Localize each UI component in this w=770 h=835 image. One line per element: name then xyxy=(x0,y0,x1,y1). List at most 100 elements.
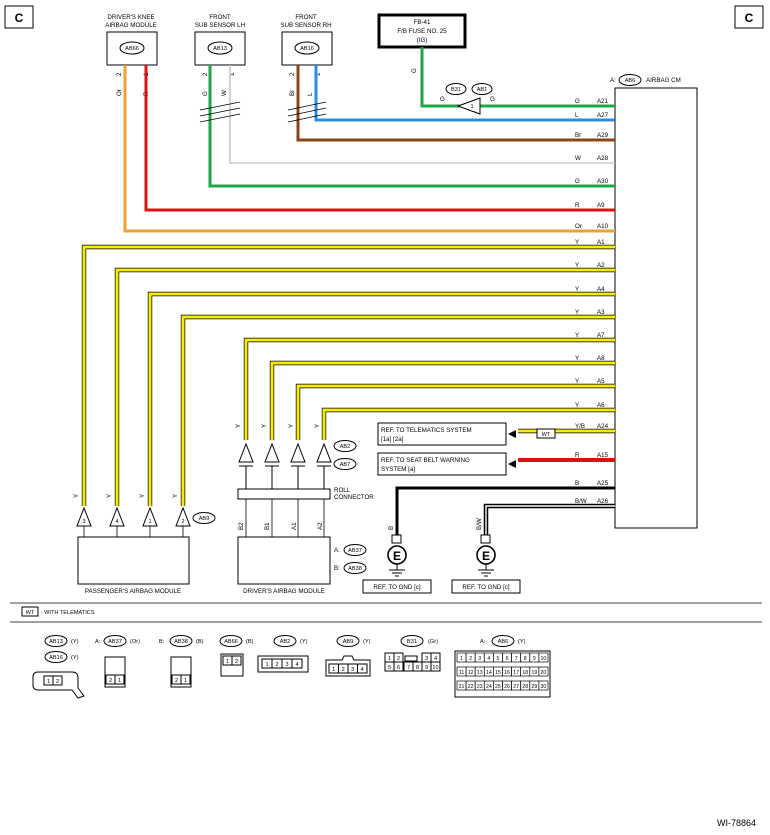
svg-text:3: 3 xyxy=(351,667,354,673)
svg-text:REF. TO GND [c]: REF. TO GND [c] xyxy=(373,584,420,591)
svg-text:G: G xyxy=(490,96,495,103)
svg-text:A:: A: xyxy=(610,77,616,84)
connector-view-ab9: AB9 (Y) 1 2 3 4 xyxy=(325,635,371,677)
svg-text:Y: Y xyxy=(139,494,146,498)
svg-text:B: B xyxy=(388,526,395,530)
svg-text:AB1: AB1 xyxy=(477,87,488,93)
ab6-pin-cell xyxy=(538,652,549,663)
fuse-box: FB-41 F/B FUSE NO. 25 (IG) xyxy=(377,13,467,49)
cm-pin-label: A3 xyxy=(597,309,605,316)
cm-pin-label: A25 xyxy=(597,480,609,487)
cm-wire-label: Br xyxy=(575,132,581,139)
joint-connector: B31 AB1 1 G G xyxy=(440,83,495,115)
svg-text:FB-41: FB-41 xyxy=(414,19,431,26)
svg-text:E: E xyxy=(482,549,490,563)
ab6-pin-number: 17 xyxy=(513,670,519,676)
cm-wire-label: Y xyxy=(575,332,579,339)
cm-wire-label: B/W xyxy=(575,498,587,505)
svg-text:C: C xyxy=(15,11,24,25)
svg-text:1: 1 xyxy=(47,679,50,685)
ab6-pin-number: 20 xyxy=(541,670,547,676)
svg-text:7: 7 xyxy=(407,665,410,671)
ab6-pin-number: 2 xyxy=(469,656,472,662)
svg-text:B:: B: xyxy=(334,565,340,572)
svg-text:W: W xyxy=(221,90,228,96)
svg-text:A1: A1 xyxy=(291,522,298,530)
ref-telematics-box: REF. TO TELEMATICS SYSTEM [1a] [2a] xyxy=(377,422,507,446)
passenger-pin-label: 3 xyxy=(82,519,85,525)
component-front-sub-sensor-rh: FRONT SUB SENSOR RH AB16 2 1 Br L xyxy=(280,14,333,96)
cm-pin-label: A15 xyxy=(597,452,609,459)
ab6-pin-number: 26 xyxy=(504,684,510,690)
cm-pin-label: A5 xyxy=(597,378,605,385)
roll-connector: AB2 AB7 ROLL CONNECTOR Y Y Y Y xyxy=(235,424,374,501)
cm-wire-label: L xyxy=(575,112,579,119)
svg-text:REF. TO TELEMATICS SYSTEM: REF. TO TELEMATICS SYSTEM xyxy=(381,427,472,434)
wire-l-a27 xyxy=(314,65,615,122)
cm-wire-label: G xyxy=(575,98,580,105)
svg-text:SUB SENSOR LH: SUB SENSOR LH xyxy=(195,22,245,29)
svg-text:AB2: AB2 xyxy=(280,639,291,645)
svg-text:10: 10 xyxy=(432,665,438,671)
corner-label-left: C xyxy=(4,5,34,29)
svg-text:AB9: AB9 xyxy=(343,639,354,645)
wire-break-marks xyxy=(199,101,327,123)
wire-y-a1 xyxy=(82,245,615,506)
svg-text:AB13: AB13 xyxy=(49,639,63,645)
cm-wire-label: B xyxy=(575,480,579,487)
ab6-pin-number: 14 xyxy=(486,670,492,676)
svg-text:2: 2 xyxy=(275,662,278,668)
telematics-tag: WT xyxy=(536,428,556,439)
wire-y-a5 xyxy=(296,384,615,440)
svg-text:DRIVER'S KNEE: DRIVER'S KNEE xyxy=(107,14,154,21)
svg-text:AB7: AB7 xyxy=(340,462,351,468)
cm-wire-label: W xyxy=(575,155,581,162)
cm-wire-label: Or xyxy=(575,223,582,230)
svg-text:B31: B31 xyxy=(451,87,461,93)
ab6-pin-number: 8 xyxy=(524,656,527,662)
svg-text:4: 4 xyxy=(361,667,364,673)
svg-text:AIRBAG MODULE: AIRBAG MODULE xyxy=(105,22,157,29)
wire-or-a10 xyxy=(123,65,615,233)
svg-text:Br: Br xyxy=(289,90,296,96)
svg-text:B2: B2 xyxy=(238,522,245,530)
ab6-pin-number: 1 xyxy=(460,656,463,662)
ab6-pin-number: 11 xyxy=(459,670,464,676)
wire-y-a2 xyxy=(115,268,615,506)
svg-text:1: 1 xyxy=(229,72,236,76)
cm-pin-label: A28 xyxy=(597,155,609,162)
svg-text:8: 8 xyxy=(416,665,419,671)
svg-text:FRONT: FRONT xyxy=(295,14,317,21)
roll-terminal-arrow xyxy=(264,442,280,463)
svg-text:SUB SENSOR RH: SUB SENSOR RH xyxy=(280,22,331,29)
cm-pin-label: A24 xyxy=(597,423,609,430)
ground-b: B E REF. TO GND [c] xyxy=(362,526,432,594)
connector-id-ab16: AB16 xyxy=(300,46,314,52)
svg-text:3: 3 xyxy=(425,656,428,662)
svg-text:FRONT: FRONT xyxy=(209,14,231,21)
cm-wire-label: Y xyxy=(575,262,579,269)
cm-pin-label: A29 xyxy=(597,132,609,139)
svg-text:1: 1 xyxy=(118,678,121,684)
cm-pin-label: A2 xyxy=(597,262,605,269)
svg-text:AB38: AB38 xyxy=(174,639,188,645)
svg-text:Y: Y xyxy=(106,494,113,498)
connector-view-ab38: B: AB38 (B) 2 1 xyxy=(159,635,204,688)
fuse-wire-label: G xyxy=(411,68,418,73)
svg-text:PASSENGER'S AIRBAG MODULE: PASSENGER'S AIRBAG MODULE xyxy=(85,588,181,595)
svg-text:B:: B: xyxy=(159,639,165,645)
ab6-pin-number: 30 xyxy=(541,684,547,690)
cm-pin-label: A26 xyxy=(597,498,609,505)
airbag-cm: A: AB6 AIRBAG CM xyxy=(610,74,698,529)
svg-text:(Y): (Y) xyxy=(363,639,371,645)
connector-view-ab37: A: AB37 (Or) 2 1 xyxy=(95,635,140,688)
svg-text:2: 2 xyxy=(109,678,112,684)
svg-text:(B): (B) xyxy=(196,639,204,645)
driver-airbag-module: DRIVER'S AIRBAG MODULE B2 B1 A1 A2 A: AB… xyxy=(237,522,367,595)
svg-text:AB66: AB66 xyxy=(224,639,238,645)
roll-terminal-arrow xyxy=(316,442,332,463)
svg-text:B/W: B/W xyxy=(476,518,483,530)
component-front-sub-sensor-lh: FRONT SUB SENSOR LH AB13 2 1 G W xyxy=(194,14,246,96)
